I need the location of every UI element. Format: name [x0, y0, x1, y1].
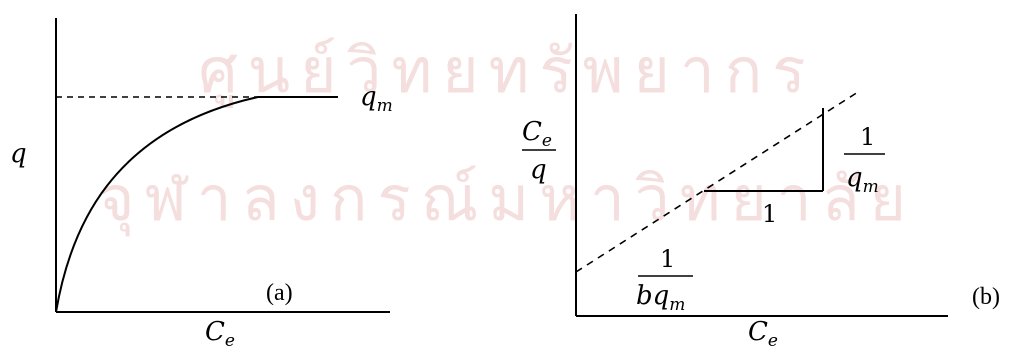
panel-b-slope-numerator: 1	[860, 123, 875, 151]
panel-b-x-label: Ce	[748, 317, 778, 349]
panel-b-y-label-denominator: q	[530, 155, 547, 185]
panel-b-run-label: 1	[762, 200, 777, 228]
panel-a-tag: (a)	[266, 280, 293, 306]
panel-b-linear-fit-line	[575, 91, 859, 273]
panel-b: Ce q 1 qm 1 1 bqm Ce (b)	[522, 14, 1000, 349]
panel-a: q qm Ce (a)	[10, 18, 393, 349]
panel-b-slope-denominator: qm	[846, 163, 879, 197]
panel-a-x-label: Ce	[205, 317, 235, 349]
panel-b-tag: (b)	[972, 284, 1000, 310]
panel-a-isotherm-curve	[55, 96, 259, 313]
panel-b-y-label-numerator: Ce	[522, 117, 552, 151]
panel-b-intercept-denominator: bqm	[636, 281, 685, 315]
panel-a-qm-label: qm	[360, 82, 393, 116]
panel-b-intercept-numerator: 1	[660, 245, 675, 273]
panel-a-y-label: q	[10, 139, 27, 169]
